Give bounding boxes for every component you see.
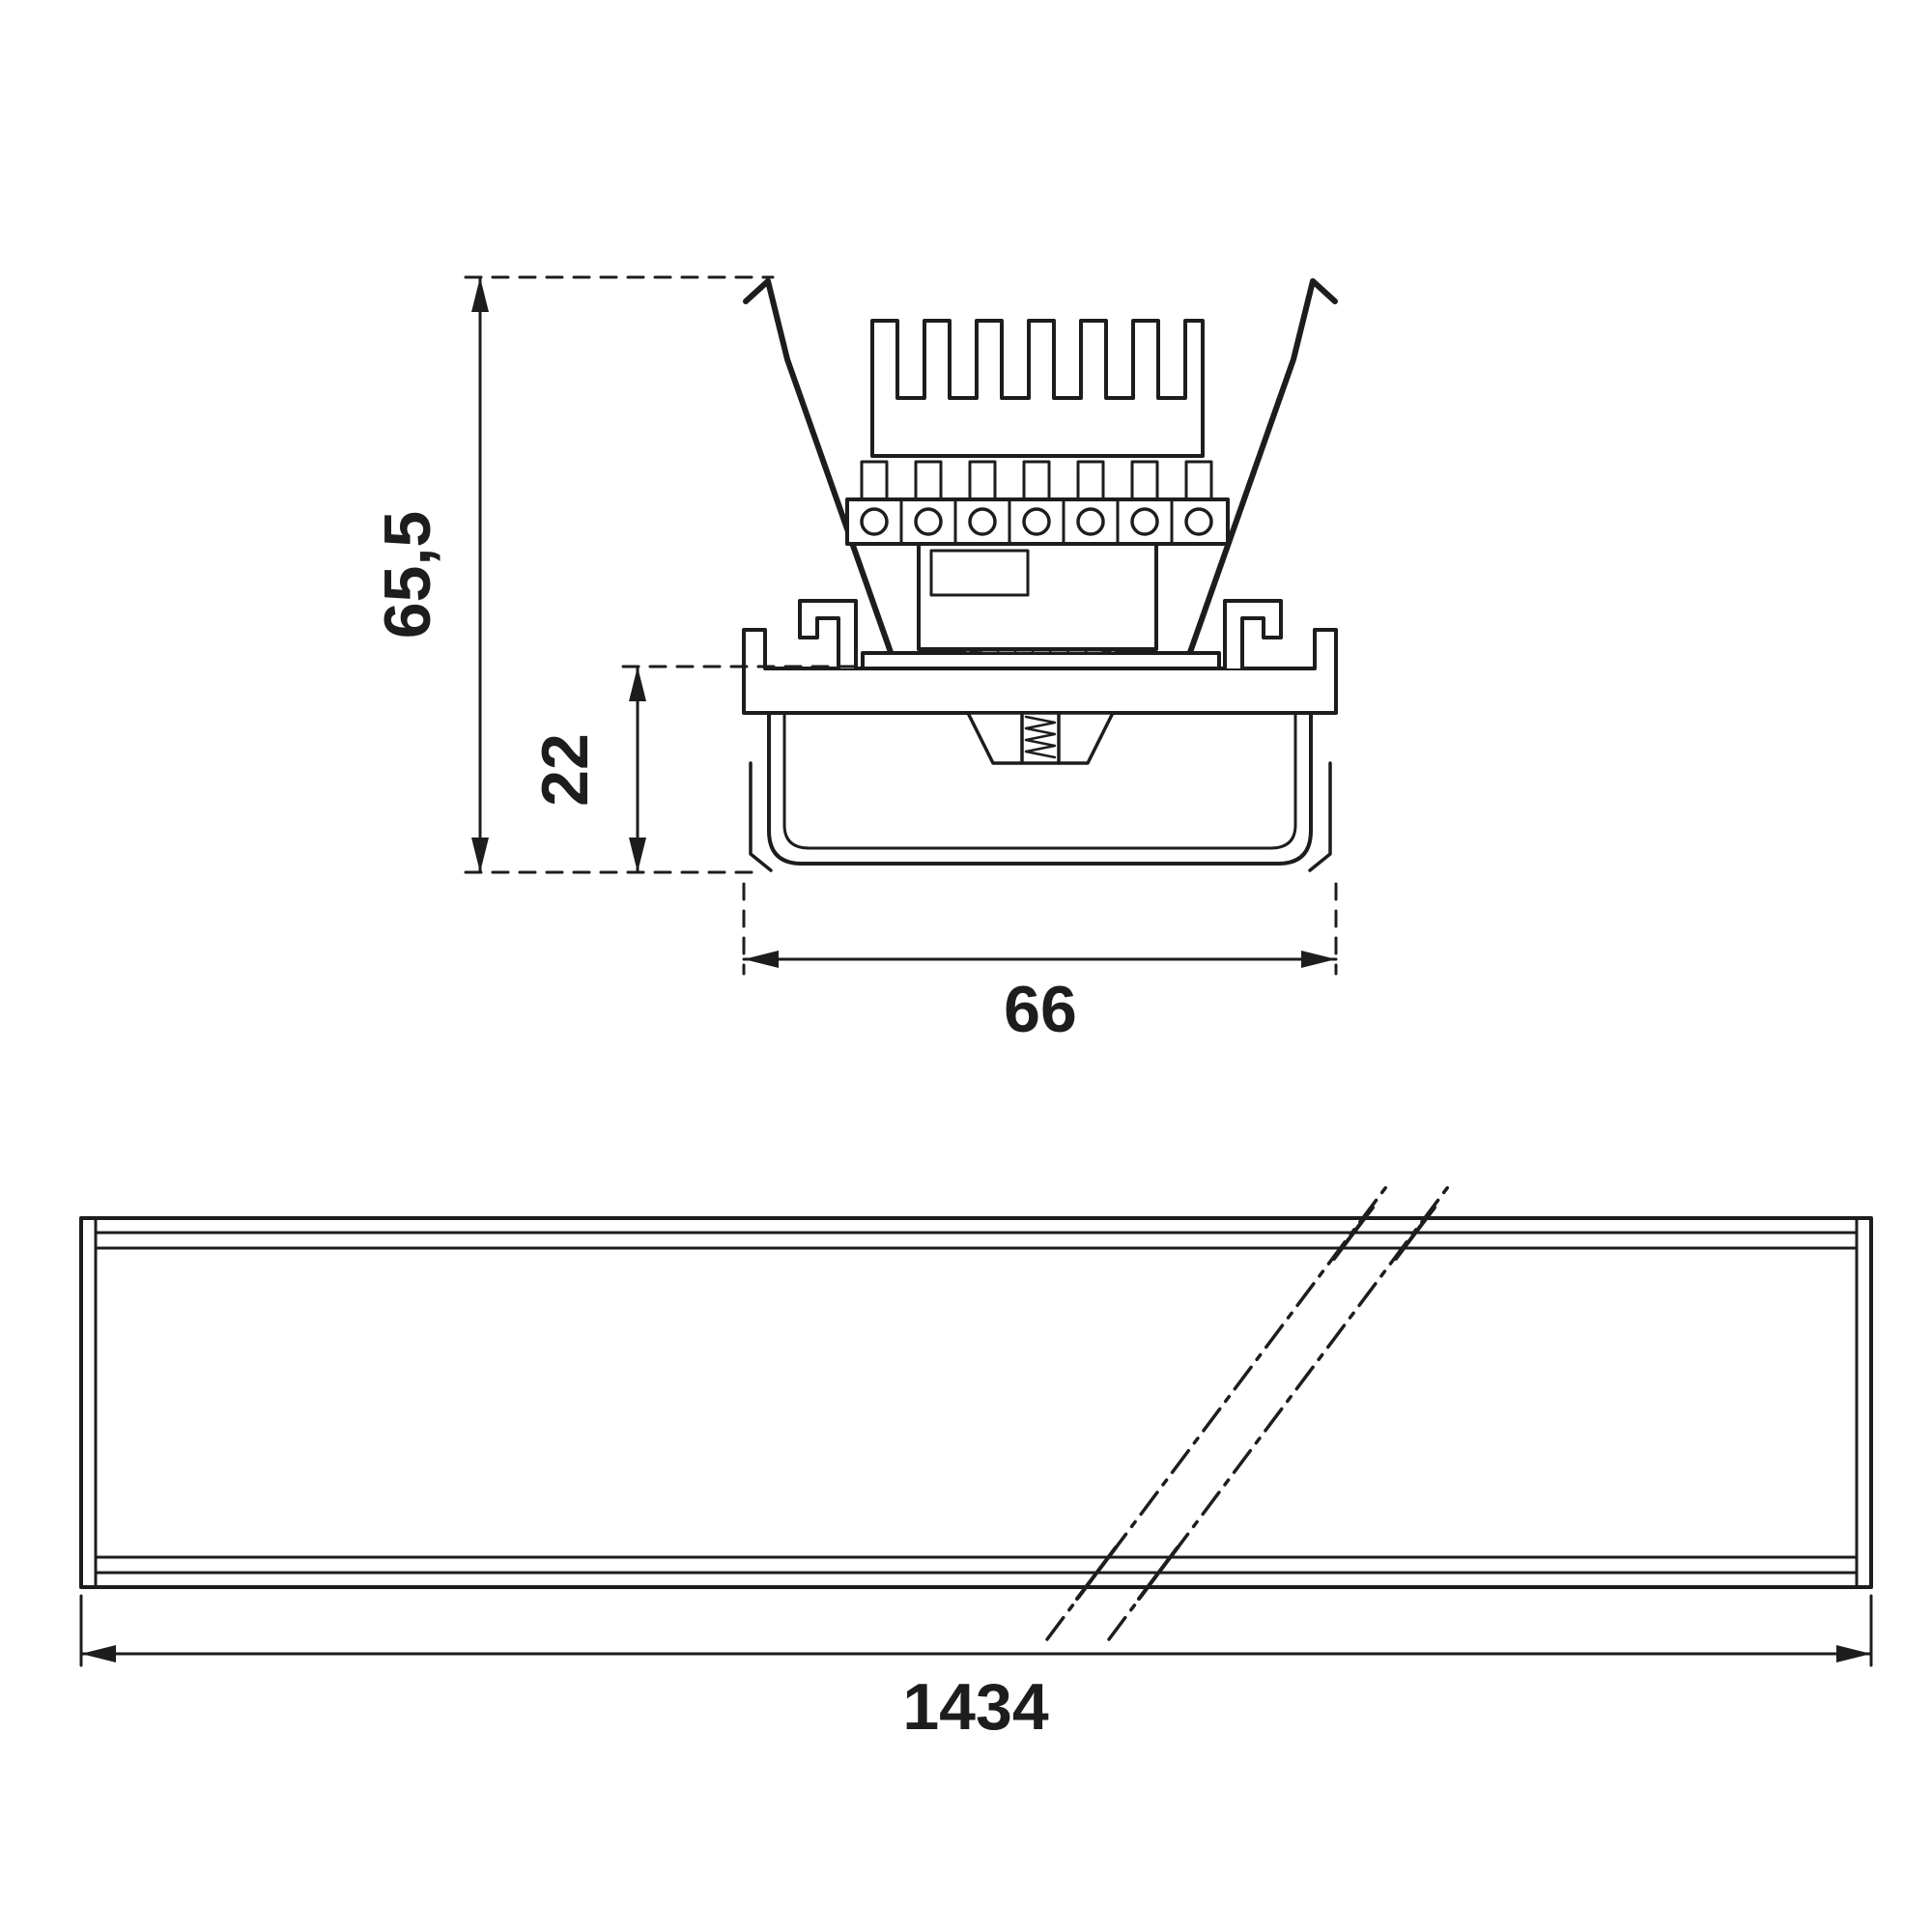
dimension-total-height: 65,5 (371, 275, 775, 874)
arrow-down-icon (471, 838, 489, 872)
dim-length-label: 1434 (902, 1670, 1048, 1744)
trim-edge-left (749, 761, 773, 872)
arrow-right-icon (1836, 1645, 1871, 1662)
retainer-clip-right (1223, 599, 1283, 670)
terminal-block (845, 460, 1230, 546)
arrow-up-icon (629, 667, 646, 701)
spring-clip-right-icon (1175, 278, 1338, 691)
trim-edge-right (1308, 761, 1332, 872)
screw-thread-icon (1024, 715, 1057, 759)
cross-section-view (742, 278, 1338, 872)
diffuser (767, 711, 1313, 866)
led-board (861, 651, 1221, 670)
arrow-left-icon (81, 1645, 116, 1662)
screw-boss (966, 711, 1115, 765)
retainer-clip-left (798, 599, 858, 670)
arrow-left-icon (744, 951, 779, 968)
dim-total-height-label: 65,5 (371, 511, 444, 639)
terminal-screws (860, 507, 1213, 536)
arrow-up-icon (471, 277, 489, 312)
dimension-length: 1434 (79, 1594, 1873, 1744)
arrow-down-icon (629, 838, 646, 872)
heatsink-fins (870, 319, 1205, 458)
driver-housing-detail (929, 549, 1030, 597)
profile-top-plate (742, 628, 1338, 715)
break-lines-icon (1045, 1179, 1455, 1641)
side-elevation-view (79, 1179, 1873, 1641)
dim-width-label: 66 (1004, 973, 1077, 1046)
dimension-width: 66 (742, 882, 1338, 1046)
arrow-right-icon (1301, 951, 1336, 968)
profile-body-outline (79, 1216, 1873, 1589)
dimension-recess-depth: 22 (528, 665, 867, 874)
terminal-tops (860, 460, 1213, 501)
dim-recess-depth-label: 22 (528, 733, 602, 807)
profile-flange-lines (94, 1216, 1859, 1589)
